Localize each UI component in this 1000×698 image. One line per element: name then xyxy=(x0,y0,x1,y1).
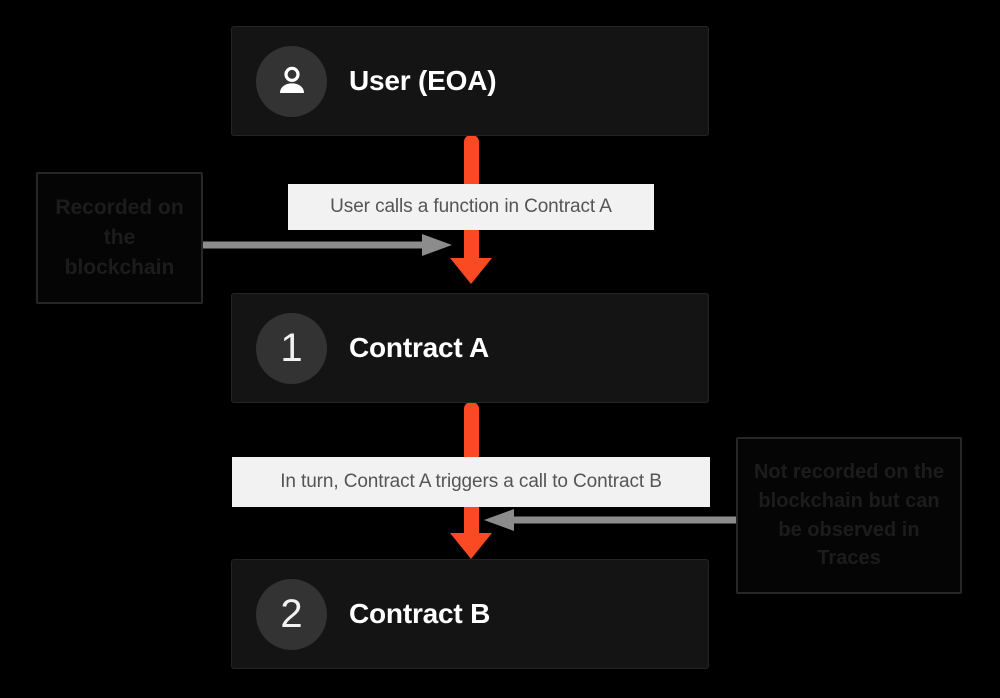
node-contract-a-label: Contract A xyxy=(349,332,490,363)
node-contract-b-label: Contract B xyxy=(349,598,491,629)
arrow-contract-a-to-contract-b-upper xyxy=(464,402,479,462)
annotation-recorded-on-blockchain: Recorded on the blockchain xyxy=(36,172,203,304)
arrowhead-contract-a-to-contract-b xyxy=(450,533,492,559)
annotation-not-recorded-text: Not recorded on the blockchain but can b… xyxy=(753,461,944,570)
step-number-badge-1: 1 xyxy=(256,312,327,384)
edge-label-contract-a-to-contract-b: In turn, Contract A triggers a call to C… xyxy=(232,457,710,507)
annotation-arrow-not-recorded xyxy=(484,507,736,533)
arrow-user-to-contract-a-upper xyxy=(464,135,479,190)
user-icon xyxy=(256,45,327,117)
node-contract-a[interactable]: 1 Contract A xyxy=(231,293,709,403)
annotation-arrow-recorded xyxy=(200,232,452,258)
node-contract-b[interactable]: 2 Contract B xyxy=(231,559,709,669)
node-user[interactable]: User (EOA) xyxy=(231,26,709,136)
arrow-user-to-contract-a-lower xyxy=(464,224,479,266)
step-number-1: 1 xyxy=(280,326,303,370)
step-number-badge-2: 2 xyxy=(256,578,327,650)
step-number-2: 2 xyxy=(280,592,303,636)
annotation-not-recorded-on-blockchain: Not recorded on the blockchain but can b… xyxy=(736,437,962,594)
annotation-recorded-text: Recorded on the blockchain xyxy=(55,196,184,279)
node-user-label: User (EOA) xyxy=(349,65,497,96)
arrowhead-user-to-contract-a xyxy=(450,258,492,284)
arrow-contract-a-to-contract-b-lower xyxy=(464,501,479,541)
edge-label-user-to-contract-a: User calls a function in Contract A xyxy=(288,184,654,230)
